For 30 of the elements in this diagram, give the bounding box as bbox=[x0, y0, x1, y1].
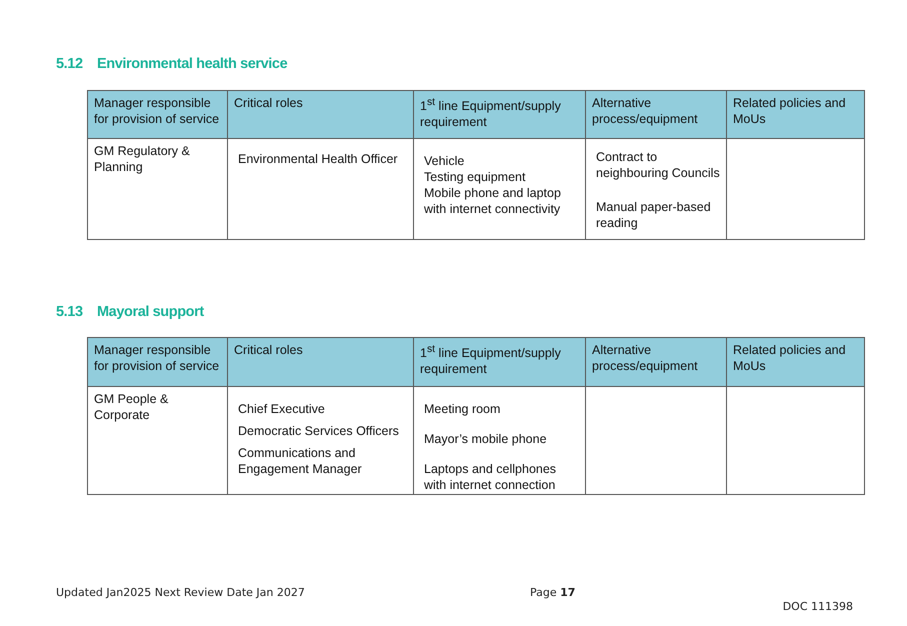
section-heading: Environmental health service bbox=[97, 56, 288, 72]
footer-text: Updated Jan2025 Next Review Date Jan 2027 bbox=[56, 586, 305, 599]
column-header: Alternative process/equipment bbox=[585, 90, 727, 139]
section-heading: Mayoral support bbox=[97, 304, 204, 320]
cell-text: Mayor’s mobile phone bbox=[424, 431, 548, 447]
cell-text: Communications and Engagement Manager bbox=[238, 445, 363, 477]
page-number: Page 17 bbox=[530, 586, 576, 599]
column-header: 1$^{st}$ line Equipment/supply requirement bbox=[413, 337, 586, 387]
cell-text: Testing equipment bbox=[424, 169, 526, 185]
column-header: Critical roles bbox=[227, 90, 414, 139]
cell-text: Democratic Services Officers bbox=[238, 423, 400, 439]
column-header: 1$^{st}$ line Equipment/supply requirement bbox=[413, 90, 586, 139]
column-header: Related policies and MoUs bbox=[726, 337, 865, 387]
cell-text: Chief Executive bbox=[238, 401, 326, 417]
column-header: Manager responsible for provision of service bbox=[87, 337, 228, 387]
column-header: Manager responsible for provision of service bbox=[87, 90, 228, 139]
cell-text: Contract to neighbouring Councils bbox=[596, 149, 720, 181]
column-header: Related policies and MoUs bbox=[726, 90, 865, 139]
column-header: Critical roles bbox=[227, 337, 414, 387]
table-cell: GM Regulatory & Planning bbox=[87, 138, 228, 240]
cell-text: Laptops and cellphones with internet connection bbox=[424, 461, 558, 493]
cell-text: Mobile phone and laptop with internet connectivity bbox=[424, 185, 562, 217]
table-cell: GM People & Corporate bbox=[87, 386, 228, 495]
cell-text: Vehicle bbox=[424, 153, 466, 169]
section-number: 5.12 bbox=[56, 56, 83, 72]
column-header: Alternative process/equipment bbox=[585, 337, 727, 387]
cell-text: Meeting room bbox=[424, 401, 502, 417]
document-number: DOC 111398 bbox=[782, 600, 853, 613]
cell-text: Manual paper-based reading bbox=[596, 199, 712, 231]
section-number: 5.13 bbox=[56, 304, 83, 320]
